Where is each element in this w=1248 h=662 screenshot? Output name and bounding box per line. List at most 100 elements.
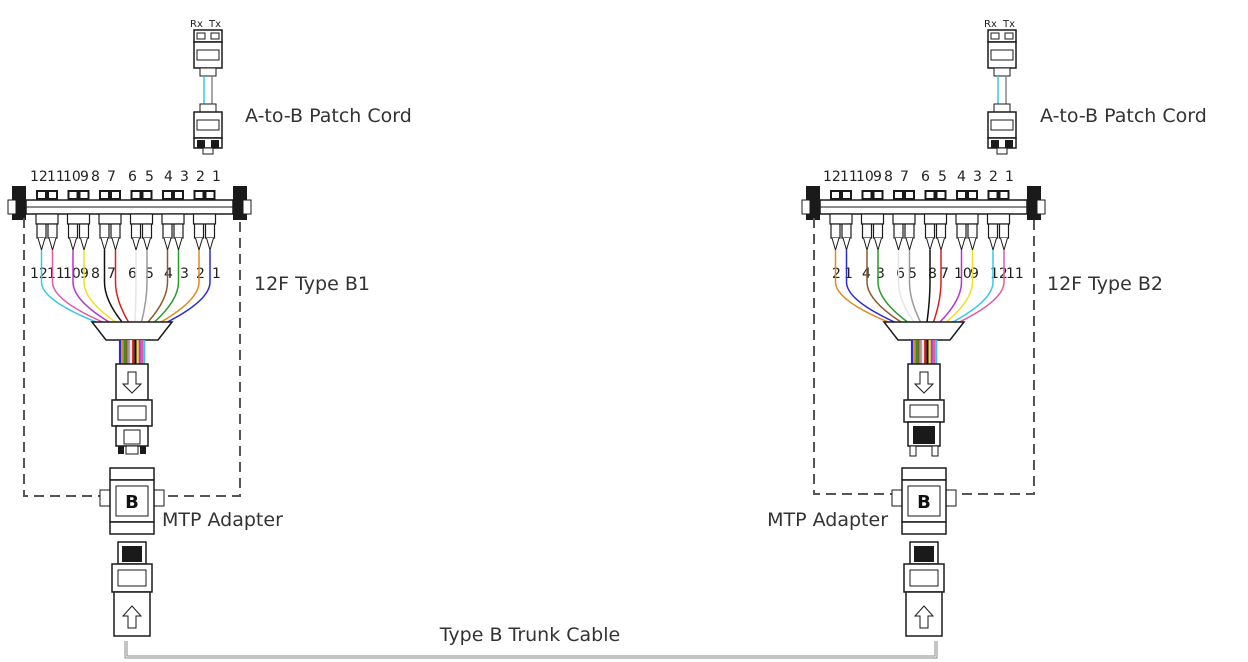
right-module-label: 12F Type B2: [1047, 273, 1163, 295]
right-port-number: 4: [957, 169, 966, 185]
left-port-number: 1: [212, 169, 221, 185]
right-fiber: [866, 250, 902, 323]
left-lc-duplex-port: [129, 190, 154, 252]
right-fiber-number: 11: [1006, 266, 1024, 282]
left-down-arrow-icon: [121, 371, 143, 394]
left-fiber-number: 1: [212, 266, 221, 282]
left-port-number: 5: [145, 169, 154, 185]
left-fiber: [72, 250, 110, 323]
left-fiber: [51, 250, 103, 323]
right-fiber: [908, 250, 922, 323]
left-module-panel: [7, 186, 252, 252]
left-fiber-number: 5: [145, 266, 154, 282]
right-mtp-connector: [903, 363, 945, 457]
right-lc-duplex-port: [923, 190, 948, 252]
right-fiber: [834, 250, 889, 323]
left-mtp-connector: [111, 363, 153, 455]
right-fiber-number: 8: [928, 266, 937, 282]
right-port-number: 5: [938, 169, 947, 185]
left-fiber-number: 3: [180, 266, 189, 282]
left-fiber-number: 2: [196, 266, 205, 282]
left-fiber: [160, 250, 200, 323]
left-lc-duplex-port: [98, 190, 122, 252]
right-port-number: 3: [973, 169, 982, 185]
right-port-number: 10: [856, 169, 874, 185]
left-fiber-numbers: 12 11 10 9 8 7 6 5 4 3 2 1: [30, 266, 221, 282]
left-port-numbers: 12 11 10 9 8 7 6 5 4 3 2 1: [30, 169, 221, 185]
left-assembly: Rx Tx A-to-B Patch Cord 12 11 10 9 8: [7, 19, 412, 637]
right-patch-cord: Rx Tx A-to-B Patch Cord: [984, 19, 1207, 155]
left-port-number: 11: [47, 169, 65, 185]
left-port-number: 7: [107, 169, 116, 185]
left-lc-duplex-port: [35, 190, 59, 252]
left-fiber-number: 8: [91, 266, 100, 282]
left-fiber: [83, 250, 116, 323]
right-fiber-number: 9: [970, 266, 979, 282]
right-fiber: [897, 250, 915, 323]
left-fiber: [167, 250, 211, 323]
right-fiber-number: 7: [940, 266, 949, 282]
left-fiber: [40, 250, 97, 323]
right-adapter-label: MTP Adapter: [767, 509, 888, 531]
left-up-arrow-icon: [121, 605, 143, 629]
left-module-label: 12F Type B1: [254, 273, 370, 295]
left-fiber: [140, 250, 148, 323]
left-fiber-number: 7: [107, 266, 116, 282]
right-trunk-connector: [903, 541, 945, 637]
right-port-number: 6: [921, 169, 930, 185]
right-tx-label: Tx: [1002, 19, 1015, 30]
right-fiber-fanout: [834, 250, 1005, 323]
right-lc-duplex-port: [829, 190, 853, 252]
right-port-number: 9: [873, 169, 882, 185]
left-port-number: 2: [196, 169, 205, 185]
right-lc-duplex-port: [986, 190, 1011, 252]
right-patch-cord-label: A-to-B Patch Cord: [1040, 105, 1207, 127]
left-patch-cord: Rx Tx A-to-B Patch Cord: [190, 19, 412, 155]
right-port-number: 12: [823, 169, 841, 185]
right-port-numbers: 12 11 10 9 8 7 6 5 4 3 2 1: [823, 169, 1014, 185]
right-fiber-number: 2: [832, 266, 841, 282]
right-module-panel: [801, 186, 1046, 252]
left-fiber: [134, 250, 137, 323]
right-adapter-letter: B: [917, 492, 931, 513]
left-module-dashed-box: [23, 218, 241, 497]
left-adapter-letter: B: [125, 492, 139, 513]
right-fiber-number: 10: [954, 266, 972, 282]
left-port-number: 9: [80, 169, 89, 185]
left-lc-duplex-port: [192, 190, 217, 252]
right-rx-label: Rx: [984, 19, 997, 30]
right-fiber: [939, 250, 963, 323]
right-lc-duplex-port: [860, 190, 885, 252]
left-mtp-adapter: B MTP Adapter: [99, 467, 283, 535]
right-fiber: [946, 250, 974, 323]
right-fiber-number: 3: [876, 266, 885, 282]
left-port-number: 10: [63, 169, 81, 185]
right-port-number: 1: [1005, 169, 1014, 185]
left-fiber: [103, 250, 123, 323]
left-port-number: 12: [30, 169, 48, 185]
right-module-dashed-box: [813, 218, 1035, 495]
right-fiber: [845, 250, 895, 323]
right-assembly: Rx Tx A-to-B Patch Cord 12 11 10 9 8: [767, 19, 1207, 637]
left-fiber-fanout: [40, 250, 211, 323]
left-fiber: [114, 250, 130, 323]
left-fiber-number: 6: [128, 266, 137, 282]
right-fiber: [932, 250, 942, 323]
left-tx-label: Tx: [208, 19, 221, 30]
right-up-arrow-icon: [913, 605, 935, 629]
left-fiber-number: 12: [30, 266, 48, 282]
left-fiber-number: 10: [63, 266, 81, 282]
left-patch-cord-label: A-to-B Patch Cord: [245, 105, 412, 127]
right-port-number: 8: [884, 169, 893, 185]
left-rx-label: Rx: [190, 19, 203, 30]
left-fiber: [147, 250, 169, 323]
trunk-cable-label: Type B Trunk Cable: [439, 624, 620, 646]
right-fiber: [959, 250, 1005, 323]
left-port-number: 4: [164, 169, 173, 185]
left-port-number: 8: [91, 169, 100, 185]
left-fiber-number: 4: [164, 266, 173, 282]
right-port-number: 2: [989, 169, 998, 185]
right-fiber-number: 1: [844, 266, 853, 282]
right-lc-duplex-port: [892, 190, 916, 252]
